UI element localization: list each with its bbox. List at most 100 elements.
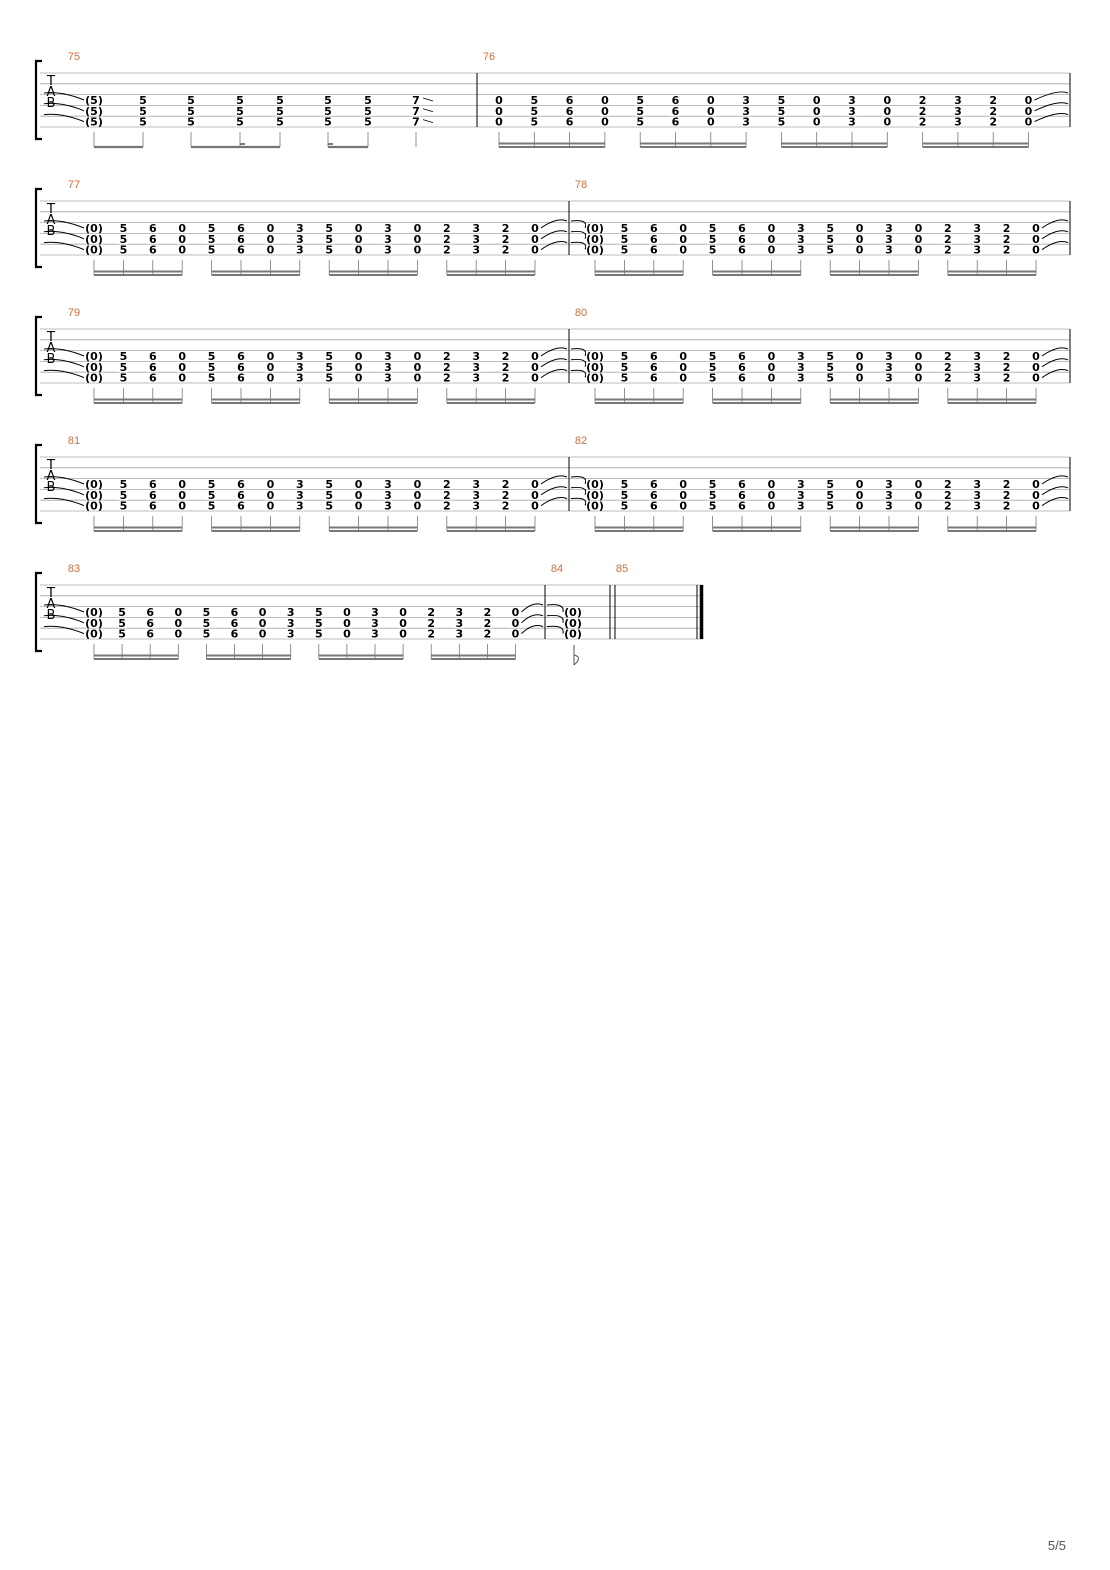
fret-mask xyxy=(341,628,352,639)
tie-arc xyxy=(43,348,85,357)
fret-number: 0 xyxy=(343,617,351,630)
fret-number: (5) xyxy=(85,116,103,129)
fret-number: 3 xyxy=(973,361,981,374)
fret-mask xyxy=(942,233,953,244)
fret-mask xyxy=(825,223,836,233)
fret-number: 3 xyxy=(296,361,304,374)
fret-number: 5 xyxy=(187,94,195,107)
fret-mask xyxy=(1031,489,1041,500)
fret-number: 0 xyxy=(856,500,864,513)
fret-mask xyxy=(441,500,452,511)
fret-number: 0 xyxy=(531,372,539,385)
fret-number: 2 xyxy=(443,361,451,374)
fret-mask xyxy=(737,479,747,489)
fret-number: 2 xyxy=(443,244,451,257)
fret-mask xyxy=(586,351,604,361)
fret-mask xyxy=(206,479,217,489)
fret-mask xyxy=(1031,244,1041,255)
tie-arc xyxy=(1041,369,1069,379)
system-bracket xyxy=(34,571,42,653)
fret-number: 3 xyxy=(371,606,379,619)
fret-number: 0 xyxy=(414,372,422,385)
fret-mask xyxy=(177,351,188,361)
fret-mask xyxy=(670,105,681,116)
fret-number: 5 xyxy=(208,500,216,513)
fret-mask xyxy=(383,233,393,244)
fret-number: 5 xyxy=(203,617,211,630)
fret-number: 0 xyxy=(355,489,363,502)
tie-arc xyxy=(546,625,564,634)
fret-number: 5 xyxy=(621,350,629,363)
fret-number: 0 xyxy=(915,372,923,385)
fret-mask xyxy=(177,244,188,255)
fret-mask xyxy=(147,479,158,489)
fret-mask xyxy=(441,361,452,372)
fret-mask xyxy=(353,361,364,372)
fret-mask xyxy=(173,617,184,628)
fret-number: 0 xyxy=(601,105,609,118)
fret-number: 3 xyxy=(742,94,750,107)
fret-mask xyxy=(398,617,409,628)
fret-number: 5 xyxy=(120,222,128,235)
fret-mask xyxy=(118,223,129,233)
fret-mask xyxy=(482,628,493,639)
fret-number: 2 xyxy=(1003,233,1011,246)
fret-number: 5 xyxy=(120,244,128,257)
fret-number: 0 xyxy=(813,116,821,129)
fret-mask xyxy=(275,95,285,105)
fret-mask xyxy=(972,223,983,233)
fret-number: 3 xyxy=(296,478,304,491)
fret-mask xyxy=(741,105,752,116)
tab-clef-letter: T xyxy=(46,330,55,345)
fret-number: (0) xyxy=(564,617,582,630)
fret-mask xyxy=(942,372,953,383)
fret-number: 5 xyxy=(826,222,834,235)
fret-mask xyxy=(145,617,156,628)
fret-number: 0 xyxy=(883,94,891,107)
fret-number: 0 xyxy=(355,350,363,363)
fret-number: 6 xyxy=(672,94,680,107)
fret-number: 0 xyxy=(267,233,275,246)
fret-number: 5 xyxy=(621,489,629,502)
fret-mask xyxy=(117,628,128,639)
fret-mask xyxy=(1001,372,1012,383)
fret-mask xyxy=(884,361,894,372)
fret-mask xyxy=(383,361,393,372)
fret-number: 0 xyxy=(915,244,923,257)
fret-number: 6 xyxy=(237,478,245,491)
fret-number: 6 xyxy=(672,116,680,129)
fret-number: 2 xyxy=(1003,361,1011,374)
fret-mask xyxy=(635,116,646,127)
fret-number: 6 xyxy=(237,233,245,246)
system-bracket xyxy=(34,315,42,397)
fret-number: (0) xyxy=(586,372,604,385)
fret-mask xyxy=(323,116,333,127)
fret-mask xyxy=(648,223,659,233)
fret-number: 6 xyxy=(738,372,746,385)
fret-mask xyxy=(265,361,276,372)
fret-number: 6 xyxy=(149,478,157,491)
fret-mask xyxy=(1001,233,1012,244)
fret-number: 0 xyxy=(178,244,186,257)
fret-mask xyxy=(353,244,364,255)
fret-mask xyxy=(138,105,148,116)
fret-number: (0) xyxy=(586,478,604,491)
fret-number: 2 xyxy=(1003,478,1011,491)
fret-number: 5 xyxy=(709,478,717,491)
fret-number: (0) xyxy=(586,361,604,374)
fret-mask xyxy=(500,500,511,511)
fret-mask xyxy=(917,95,928,105)
fret-mask xyxy=(85,617,103,628)
fret-mask xyxy=(235,116,245,127)
fret-mask xyxy=(530,223,540,233)
fret-number: 2 xyxy=(989,116,997,129)
fret-number: 0 xyxy=(768,500,776,513)
fret-mask xyxy=(530,489,540,500)
fret-number: 3 xyxy=(384,478,392,491)
fret-number: 0 xyxy=(1032,372,1040,385)
fret-number: 5 xyxy=(120,500,128,513)
fret-mask xyxy=(118,361,129,372)
tie-arc xyxy=(540,475,568,485)
fret-number: 3 xyxy=(797,361,805,374)
fret-mask xyxy=(972,489,983,500)
